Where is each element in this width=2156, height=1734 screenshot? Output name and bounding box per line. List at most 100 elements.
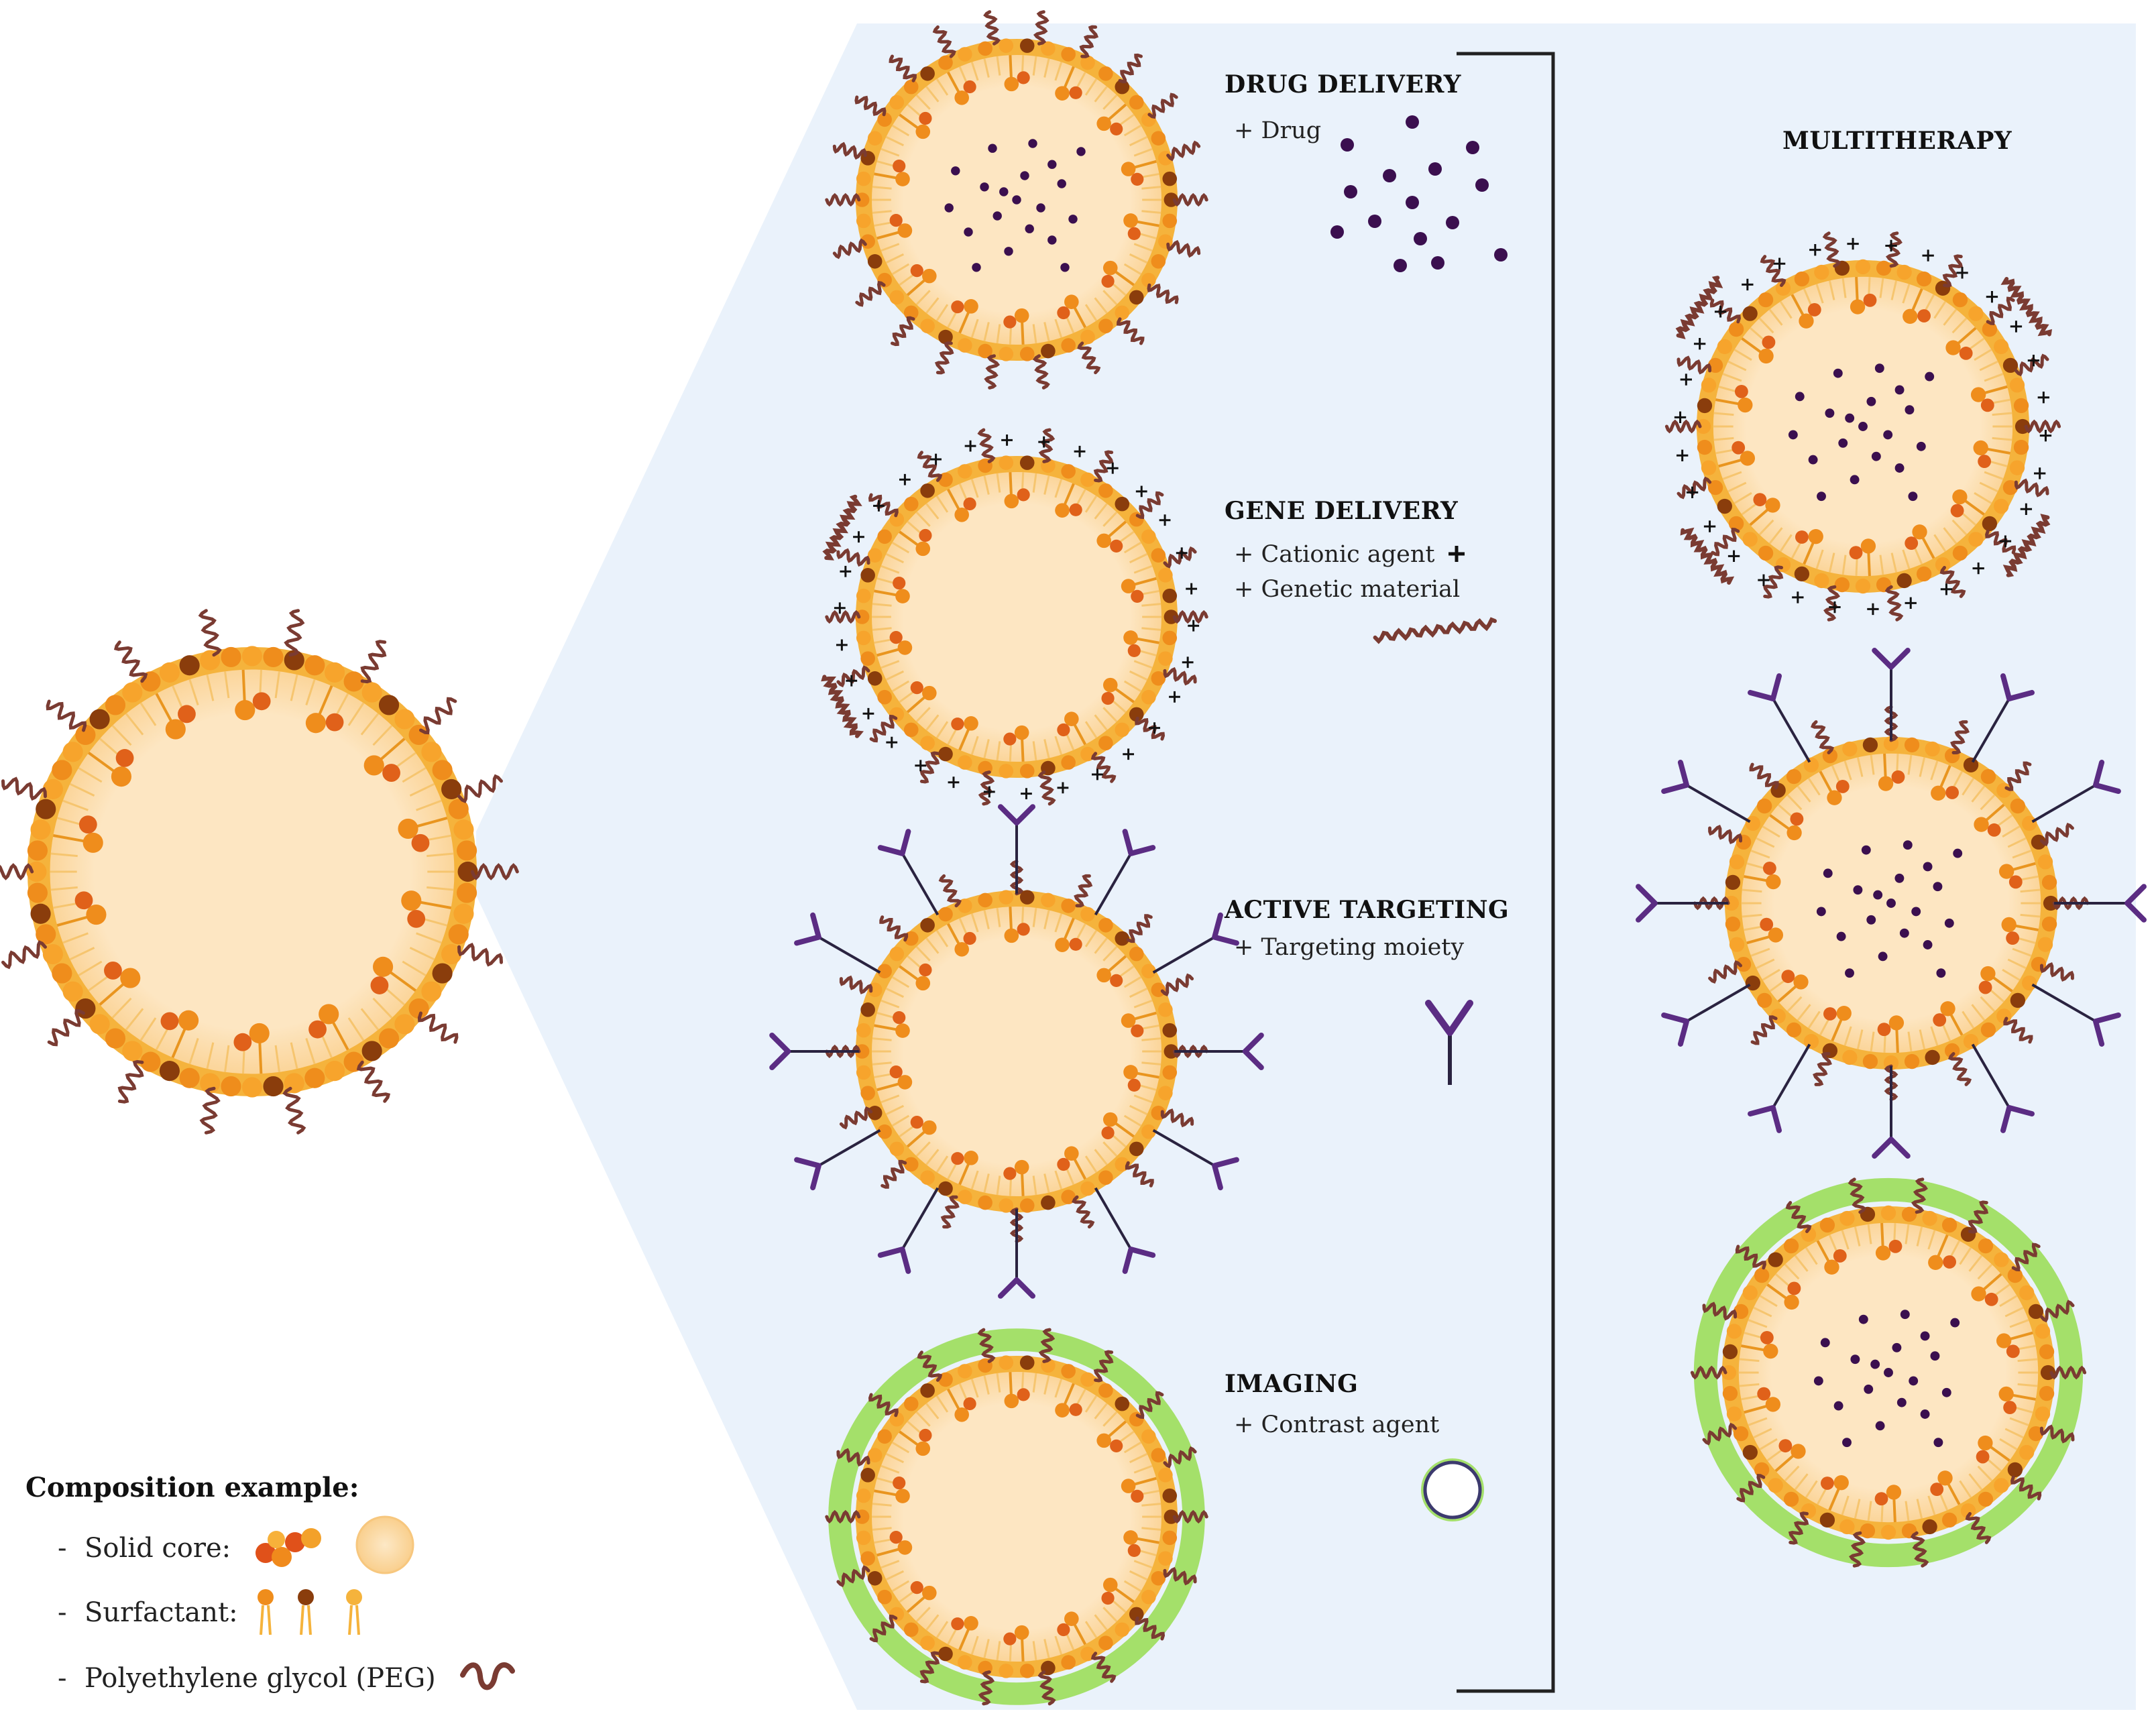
cationic-charge	[2039, 429, 2052, 442]
cationic-charge	[836, 639, 848, 651]
surfactant-molecule	[1945, 340, 1961, 355]
surfactant-molecule	[363, 755, 384, 776]
cationic-charge	[930, 453, 942, 465]
antibody	[1748, 1043, 1811, 1133]
peg-chain	[1939, 566, 1966, 598]
drug-molecule	[1874, 363, 1884, 373]
drug-molecule	[1920, 1409, 1930, 1419]
surfactant-molecule	[120, 968, 141, 988]
drug-molecule	[1920, 1331, 1930, 1341]
peg-chain	[1147, 93, 1178, 119]
antibody	[1661, 983, 1751, 1047]
dna-icon	[1373, 617, 1497, 644]
active-targeting-item: + Targeting moiety	[1234, 934, 1464, 961]
cationic-charge	[1956, 267, 1968, 279]
peg-chain	[1135, 491, 1164, 520]
drug-molecule	[1823, 868, 1833, 878]
surfactant-molecule	[922, 1120, 937, 1135]
surfactant-molecule	[1903, 308, 1918, 325]
peg-chain	[1848, 1177, 1867, 1214]
surfactant-molecule	[1064, 711, 1079, 727]
drug-molecule	[1873, 890, 1883, 900]
antibody	[998, 804, 1035, 894]
antibody	[1152, 1129, 1239, 1191]
surfactant-molecule	[1768, 927, 1784, 943]
surfactant-molecule	[1740, 451, 1756, 466]
drug-molecule	[1866, 396, 1876, 406]
peg-chain	[1, 776, 47, 801]
drug-molecule	[1894, 873, 1905, 883]
drug-molecule	[1930, 1351, 1940, 1361]
peg-chain	[1702, 1302, 1738, 1321]
peg-chain	[938, 874, 962, 908]
peg-chain	[1849, 1531, 1866, 1568]
peg-chain	[854, 95, 887, 117]
peg-chain	[1077, 341, 1101, 375]
peg-chain	[1163, 667, 1197, 686]
surfactant-molecule	[1055, 503, 1070, 518]
multitherapy-imaging-drug-particle	[1690, 1177, 2087, 1568]
cationic-charge	[1674, 411, 1687, 424]
cationic-charge	[1885, 239, 1897, 252]
antibody	[2054, 884, 2147, 923]
cationic-charge	[1188, 620, 1200, 632]
peg-chain	[1965, 1512, 1992, 1544]
drug-molecule	[1833, 1401, 1843, 1411]
peg-chain	[113, 640, 148, 683]
drug-molecule	[1036, 203, 1045, 213]
surfactant-molecule	[1836, 1005, 1852, 1021]
drug-molecule	[1933, 882, 1943, 892]
cationic-charge	[2033, 467, 2046, 479]
surfactant-molecule	[1793, 974, 1809, 990]
cationic-charge	[1999, 535, 2012, 547]
surfactant-molecule	[111, 766, 132, 787]
peg-chain	[2040, 822, 2074, 847]
legend-label-peg: Polyethylene glycol (PEG)	[84, 1663, 436, 1694]
peg-chain	[2003, 1017, 2033, 1044]
surfactant-molecule	[964, 299, 978, 314]
antibody	[877, 1187, 940, 1274]
surfactant-molecule	[1096, 533, 1111, 548]
surfactant-molecule	[897, 1075, 913, 1090]
drug-molecule	[1853, 885, 1863, 895]
cationic-charge	[1149, 722, 1160, 734]
surfactant-molecule	[895, 589, 910, 603]
surfactant-molecule	[1799, 313, 1814, 329]
surfactant-molecule	[1827, 790, 1842, 805]
surfactant-molecule	[1978, 1435, 1993, 1451]
peg-chain	[1736, 1473, 1766, 1503]
surfactant-molecule	[895, 1489, 910, 1503]
peg-chain	[1785, 1201, 1812, 1233]
cationic-charge	[1922, 249, 1934, 262]
cationic-charge	[834, 602, 846, 614]
peg-chain	[978, 1670, 995, 1706]
drug-molecule	[1330, 225, 1344, 239]
surfactant-molecule	[372, 956, 394, 977]
peg-chain	[1749, 762, 1779, 790]
cationic-charge	[1135, 485, 1147, 498]
surfactant-molecule	[1102, 1577, 1118, 1593]
peg-chain	[1163, 1566, 1197, 1586]
drug-molecule	[1028, 139, 1037, 148]
peg-chain	[1163, 546, 1197, 569]
drug-delivery-particle	[825, 10, 1208, 390]
peg-chain	[2010, 1475, 2042, 1501]
surfactant-molecule	[1096, 1433, 1111, 1448]
active-targeting-title: ACTIVE TARGETING	[1224, 896, 1509, 924]
drug-molecule	[1341, 138, 1354, 152]
drug-molecule	[1025, 224, 1034, 233]
surfactant-molecule	[922, 1585, 937, 1601]
cationic-charge	[2027, 354, 2040, 367]
surfactant-molecule	[1004, 928, 1019, 943]
cationic-charge	[846, 675, 858, 687]
surfactant-molecule	[1808, 528, 1823, 544]
drug-molecule	[1925, 371, 1935, 382]
antibody	[2031, 983, 2121, 1047]
surfactant-molecule	[897, 640, 913, 655]
surfactant-molecule	[1055, 86, 1070, 101]
surfactant-molecule	[1786, 825, 1802, 841]
surfactant-molecule	[1121, 1479, 1136, 1493]
peg-chain	[356, 1060, 391, 1103]
drug-molecule	[988, 143, 997, 153]
